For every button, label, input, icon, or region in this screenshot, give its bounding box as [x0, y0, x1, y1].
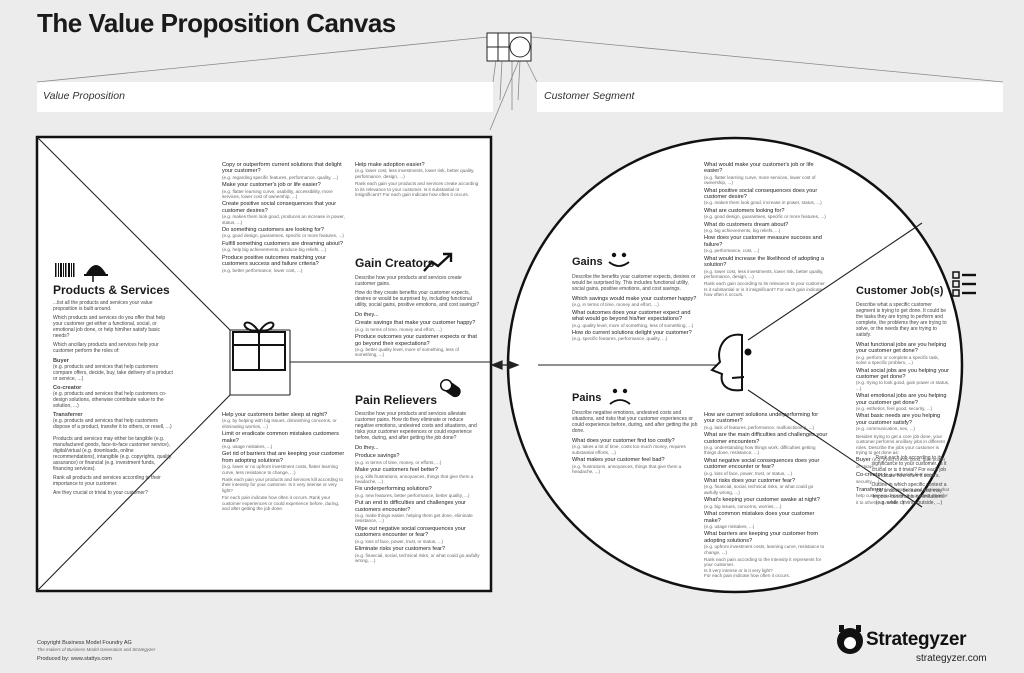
customer-circle-dividers — [538, 222, 923, 508]
products-services-heading: Products & Services — [53, 283, 170, 297]
question: Produce savings?(e.g. in terms of time, … — [355, 453, 442, 465]
question: What barriers are keeping your customer … — [704, 531, 825, 555]
value-proposition-label: Value Proposition — [43, 90, 125, 102]
question: How do current solutions delight your cu… — [572, 330, 692, 342]
question: Co-creator (e.g. esthetics, feel good, s… — [856, 472, 936, 484]
question: For each pain indicate how often it occu… — [222, 495, 340, 512]
question: Rank each pain your products and service… — [222, 477, 344, 493]
gains-text: Describe the benefits your customer expe… — [572, 274, 697, 342]
question: What makes your customer feel bad?(e.g. … — [572, 457, 682, 475]
question: Put an end to difficulties and challenge… — [355, 500, 473, 524]
question: Create savings that make your customer h… — [355, 320, 476, 332]
question: Make your customers feel better?(e.g. ki… — [355, 467, 474, 485]
service-cloche-icon — [84, 265, 108, 282]
pill-icon — [439, 379, 461, 398]
barcode-icon — [55, 263, 75, 277]
question: Rank each gain your products and service… — [355, 181, 479, 198]
question: What would make your customer's job or l… — [704, 162, 816, 186]
question: Help make adoption easier?(e.g. lower co… — [355, 162, 475, 179]
question: Fix underperforming solutions?(e.g. new … — [355, 486, 470, 498]
tagline: The makers of Business Model Generation … — [37, 647, 156, 652]
customer-jobs-heading: Customer Job(s) — [856, 285, 944, 297]
question: Wipe out negative social consequences yo… — [355, 525, 466, 544]
question: Do they... — [355, 312, 379, 318]
question: What positive social consequences does y… — [704, 187, 822, 206]
question: Do something customers are looking for?(… — [222, 227, 344, 239]
strategyzer-logo-icon — [837, 625, 863, 654]
question: What common mistakes does your customer … — [704, 511, 815, 529]
customer-jobs-text: Describe what a specific customer segmen… — [856, 302, 950, 505]
pains-heading: Pains — [572, 392, 602, 404]
customer-segment-label: Customer Segment — [544, 90, 635, 102]
question: What do customers dream about?(e.g. big … — [704, 221, 789, 234]
question: What functional jobs are you helping you… — [856, 342, 947, 366]
gains-heading: Gains — [572, 256, 603, 268]
mini-canvas-icon — [486, 32, 532, 62]
question: Besides trying to get a core job done, y… — [856, 433, 945, 455]
pain-relievers-heading: Pain Relievers — [355, 393, 438, 407]
question: What's keeping your customer awake at ni… — [704, 497, 820, 509]
value-square-dividers — [36, 136, 491, 592]
question: Buyer (e.g. trying to look good, gain po… — [856, 457, 946, 469]
customer-face-icon — [710, 333, 752, 392]
question: Rank each gain according to its relevanc… — [704, 281, 826, 298]
produced-by: Produced by: www.stattys.com — [37, 656, 112, 662]
gift-icon — [232, 321, 286, 371]
checklist-icon — [952, 271, 976, 297]
brand-url[interactable]: strategyzer.com — [916, 653, 987, 664]
question: Create positive social consequences that… — [222, 201, 345, 225]
products-services-intro: ...list all the products and services yo… — [53, 300, 153, 312]
pain-relievers-text: Describe how your products and services … — [355, 411, 480, 563]
question: Limit or eradicate common mistakes custo… — [222, 431, 339, 450]
question: Rank each pain according to the intensit… — [704, 556, 822, 579]
page-title: The Value Proposition Canvas — [37, 8, 396, 38]
gain-creators-questions-left: Copy or outperform current solutions tha… — [222, 162, 348, 275]
question: What social jobs are you helping your cu… — [856, 367, 950, 391]
trend-up-icon — [423, 252, 453, 272]
smile-icon — [608, 252, 630, 267]
question: What risks does your customer fear?(e.g.… — [704, 478, 814, 495]
question: Do they... — [355, 445, 379, 451]
question: Produce outcomes your customer expects o… — [355, 334, 477, 358]
question: Eliminate risks your customers fear?(e.g… — [355, 546, 480, 563]
fit-arrows — [490, 360, 520, 370]
customer-jobs-notes: Rank each job according to its significa… — [871, 455, 947, 506]
question: What does your customer find too costly?… — [572, 438, 686, 455]
question: What basic needs are you helping your cu… — [856, 413, 941, 432]
brand-name: Strategyzer — [866, 629, 967, 650]
pains-text: Describe negative emotions, undesired co… — [572, 410, 698, 475]
question: Make your customer's job or life easier?… — [222, 182, 333, 200]
question: How are current solutions underperformin… — [704, 412, 819, 430]
question: Copy or outperform current solutions tha… — [222, 162, 342, 180]
question: Fulfill something customers are dreaming… — [222, 240, 343, 253]
question: Transferrer (e.g. products and services … — [856, 486, 950, 505]
value-proposition-bar — [37, 82, 493, 112]
gain-creators-text: Describe how your products and services … — [355, 275, 480, 358]
question: What negative social consequences does y… — [704, 457, 820, 476]
question: What are the main difficulties and chall… — [704, 432, 828, 456]
question: Which savings would make your customer h… — [572, 296, 697, 308]
question: What would increase the likelihood of ad… — [704, 255, 825, 279]
gain-creators-heading: Gain Creators — [355, 256, 435, 270]
pains-questions-right: How are current solutions underperformin… — [704, 412, 828, 581]
question: How does your customer measure success a… — [704, 235, 822, 254]
products-services-text: ...list all the products and services yo… — [53, 300, 175, 496]
frown-icon — [609, 388, 631, 405]
pain-relievers-questions-left: Help your customers better sleep at nigh… — [222, 412, 348, 514]
question: What outcomes does your customer expect … — [572, 309, 694, 328]
gain-creators-questions-right: Help make adoption easier?(e.g. lower co… — [355, 162, 480, 199]
question: What are customers looking for?(e.g. goo… — [704, 207, 826, 220]
question: Help your customers better sleep at nigh… — [222, 412, 337, 429]
gains-questions-right: What would make your customer's job or l… — [704, 162, 828, 300]
customer-segment-bar — [537, 82, 1003, 112]
question: Produce positive outcomes matching your … — [222, 254, 326, 273]
question: Get rid of barriers that are keeping you… — [222, 451, 345, 475]
copyright: Copyright Business Model Foundry AG — [37, 640, 132, 646]
question: What emotional jobs are you helping your… — [856, 393, 947, 412]
